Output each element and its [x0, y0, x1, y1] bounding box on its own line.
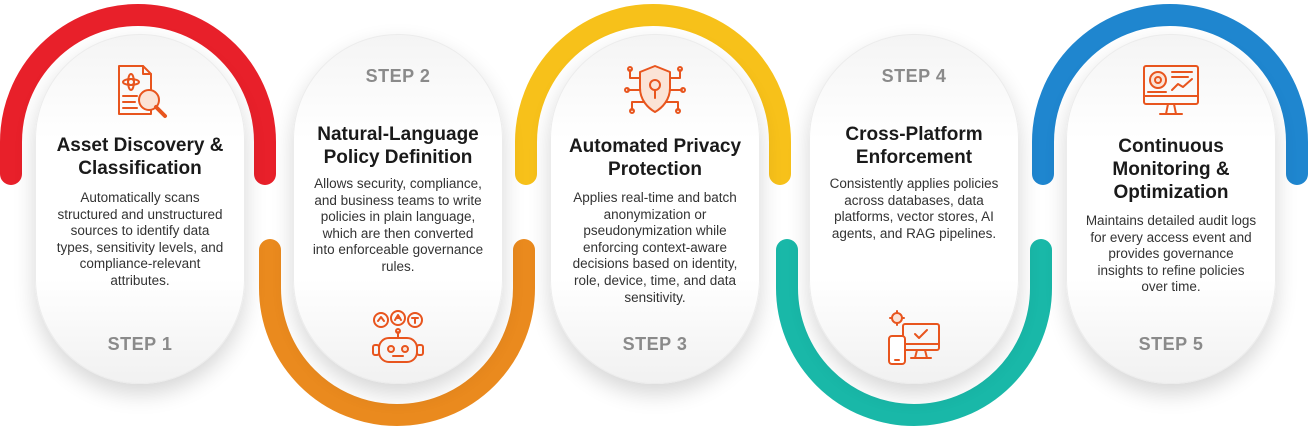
step-title: Cross-Platform Enforcement — [845, 124, 983, 168]
step-title: Asset Discovery & Classification — [56, 135, 224, 179]
step-title: Natural-Language Policy Definition — [317, 124, 479, 168]
step-description: Automatically scans structured and unstr… — [56, 190, 224, 288]
arc-step-1 — [0, 4, 276, 185]
step-card-3: Automated Privacy Protection Applies rea… — [550, 34, 760, 384]
arc-step-2 — [259, 239, 535, 426]
robot-translate-icon — [293, 310, 503, 370]
document-search-icon — [35, 62, 245, 122]
step-label: STEP 3 — [622, 334, 688, 354]
arc-step-5 — [1032, 4, 1308, 185]
step-title: Continuous Monitoring & Optimization — [1112, 136, 1230, 203]
step-title: Automated Privacy Protection — [568, 136, 742, 180]
step-label: STEP 2 — [365, 66, 431, 86]
step-label: STEP 1 — [107, 334, 173, 354]
arc-step-3 — [515, 4, 791, 185]
step-label: STEP 4 — [881, 66, 947, 86]
step-description: Maintains detailed audit logs for every … — [1085, 213, 1257, 295]
shield-lock-circuit-icon — [550, 60, 760, 120]
arc-step-4 — [776, 239, 1052, 426]
step-description: Allows security, compliance, and busines… — [312, 176, 484, 274]
step-label: STEP 5 — [1138, 334, 1204, 354]
step-card-5: Continuous Monitoring & Optimization Mai… — [1066, 34, 1276, 384]
devices-icon — [809, 310, 1019, 370]
step-description: Applies real-time and batch anonymizatio… — [572, 190, 738, 305]
step-card-4: STEP 4 Cross-Platform Enforcement Consis… — [809, 34, 1019, 384]
step-card-2: STEP 2 Natural-Language Policy Definitio… — [293, 34, 503, 384]
step-card-1: Asset Discovery & Classification Automat… — [35, 34, 245, 384]
step-description: Consistently applies policies across dat… — [829, 176, 999, 241]
monitor-dashboard-icon — [1066, 62, 1276, 122]
